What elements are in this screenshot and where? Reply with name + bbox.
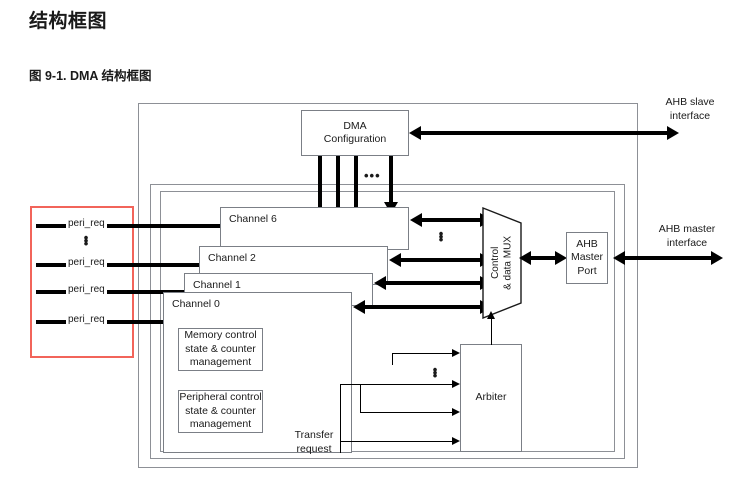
transfer-request-line-4 — [340, 441, 452, 442]
control-data-mux-text-wrap: Control & data MUX — [482, 207, 522, 319]
memory-control-label: Memory control state & counter managemen… — [184, 329, 257, 369]
channel-mux-bus-arrow-left-4 — [353, 300, 365, 314]
channel-label-2: Channel 2 — [208, 252, 256, 264]
channel-label-6: Channel 6 — [229, 213, 277, 225]
peri-req-highlight-rect — [30, 206, 134, 358]
ahb-master-bus-arrow-right — [711, 251, 723, 265]
transfer-request-line-1 — [392, 353, 452, 354]
mux-master-port-line — [531, 256, 555, 260]
transfer-request-stub-1 — [392, 353, 393, 365]
transfer-request-collector-line — [340, 384, 341, 453]
ahb-master-port-label: AHB Master Port — [570, 237, 604, 277]
peri-req-label-1: peri_req — [66, 218, 107, 229]
peri-req-line-2 — [36, 263, 199, 267]
peripheral-control-block[interactable]: Peripheral control state & counter manag… — [178, 390, 263, 433]
dma-configuration-label: DMA Configuration — [323, 119, 387, 145]
transfer-request-arrow-1 — [452, 349, 460, 357]
arbiter-mux-control-line — [491, 318, 492, 345]
peri-req-line-1 — [36, 224, 220, 228]
mux-bus-ellipsis: ••• — [438, 226, 444, 247]
peri-req-label-3: peri_req — [66, 284, 107, 295]
control-data-mux-label: Control & data MUX — [489, 236, 514, 290]
config-fanout-ellipsis: ••• — [364, 168, 381, 183]
ahb-master-port-block[interactable]: AHB Master Port — [566, 232, 608, 284]
config-fanout-line-3 — [354, 156, 358, 244]
transfer-request-label: Transfer request — [294, 429, 334, 455]
mux-master-port-arrow-right — [555, 251, 567, 265]
peri-req-ellipsis: ••• — [83, 230, 89, 251]
transfer-request-line-2 — [378, 384, 452, 385]
peri-req-label-4: peri_req — [66, 314, 107, 325]
transfer-request-line-3 — [360, 412, 452, 413]
peripheral-control-label: Peripheral control state & counter manag… — [179, 391, 262, 431]
channel-mux-bus-line-1 — [422, 218, 480, 222]
arbiter-block[interactable]: Arbiter — [460, 344, 522, 452]
channel-mux-bus-arrow-left-2 — [389, 253, 401, 267]
control-data-mux[interactable]: Control & data MUX — [482, 207, 522, 319]
channel-mux-bus-arrow-left-3 — [374, 276, 386, 290]
channel-label-1: Channel 1 — [193, 279, 241, 291]
ahb-slave-bus-arrow-in — [409, 126, 421, 140]
transfer-request-arrow-2 — [452, 380, 460, 388]
memory-control-block[interactable]: Memory control state & counter managemen… — [178, 328, 263, 371]
channel-mux-bus-arrow-left-1 — [410, 213, 422, 227]
arbiter-mux-control-arrow — [487, 311, 495, 319]
peri-req-line-3 — [36, 290, 184, 294]
channel-box-6[interactable]: Channel 6 — [220, 207, 409, 250]
page-title: 结构框图 — [29, 11, 108, 32]
ahb-master-interface-label: AHB master interface — [658, 223, 716, 250]
channel-mux-bus-line-4 — [365, 305, 480, 309]
channel-mux-bus-line-2 — [401, 258, 480, 262]
config-fanout-line-4 — [389, 156, 393, 208]
transfer-request-arrow-4 — [452, 437, 460, 445]
dma-configuration-block[interactable]: DMA Configuration — [301, 110, 409, 156]
channel-label-0: Channel 0 — [172, 298, 220, 310]
transfer-request-riser-line — [360, 384, 361, 412]
ahb-master-bus-line — [625, 256, 711, 260]
diagram-outer-frame — [138, 103, 638, 468]
channel-mux-bus-line-3 — [386, 281, 480, 285]
figure-caption: 图 9-1. DMA 结构框图 — [29, 69, 152, 83]
ahb-slave-interface-label: AHB slave interface — [665, 96, 715, 123]
ahb-master-bus-arrow-left — [613, 251, 625, 265]
arbiter-bus-ellipsis: ••• — [432, 362, 438, 383]
ahb-slave-bus-line — [421, 131, 667, 135]
transfer-request-branch-line — [340, 384, 378, 385]
transfer-request-arrow-3 — [452, 408, 460, 416]
peri-req-label-2: peri_req — [66, 257, 107, 268]
arbiter-label: Arbiter — [475, 391, 507, 404]
mux-master-port-arrow-left — [519, 251, 531, 265]
ahb-slave-bus-arrow-out — [667, 126, 679, 140]
